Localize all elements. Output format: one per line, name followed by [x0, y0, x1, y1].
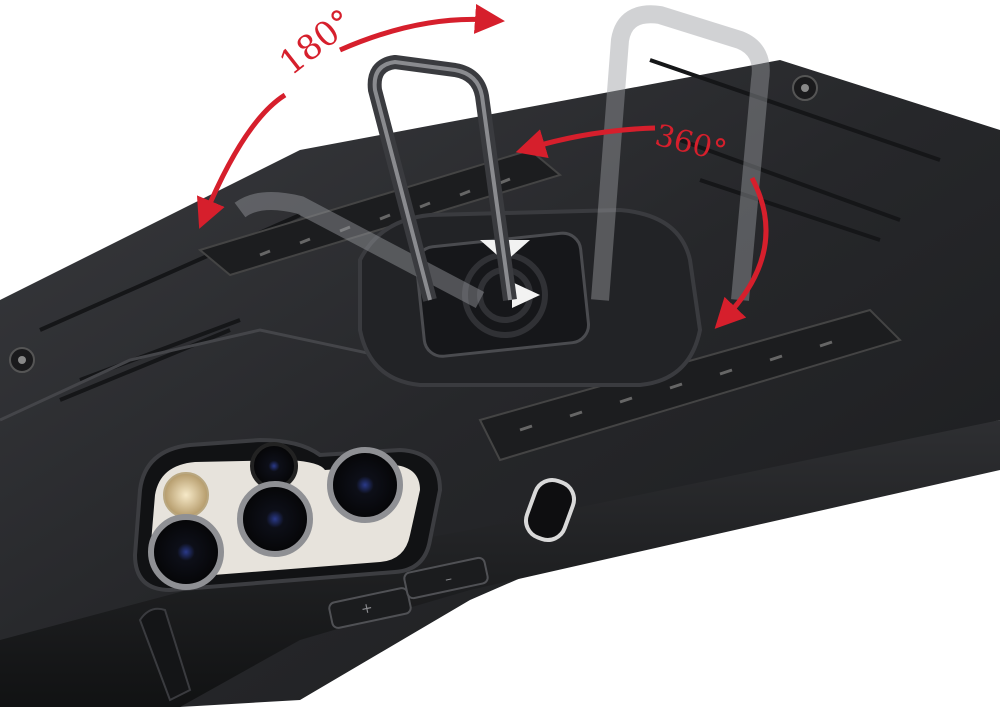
rotation-arrow-360	[515, 125, 769, 329]
ring-holder-ring	[367, 55, 517, 302]
rotation-arrow-180	[196, 3, 505, 229]
tread-strip-top	[197, 148, 563, 277]
ring-holder-ghost	[234, 5, 770, 308]
camera-lens-4	[148, 514, 224, 590]
power-button	[524, 478, 576, 542]
camera-flash	[163, 472, 209, 518]
tread-strip-bottom	[478, 308, 902, 462]
camera-module	[132, 437, 443, 593]
camera-lens-3	[237, 481, 313, 557]
camera-lens-2	[327, 447, 403, 523]
svg-text:+: +	[360, 600, 375, 618]
svg-text:–: –	[444, 571, 454, 588]
case-corner	[138, 607, 192, 702]
side-buttons: + –	[328, 556, 489, 629]
